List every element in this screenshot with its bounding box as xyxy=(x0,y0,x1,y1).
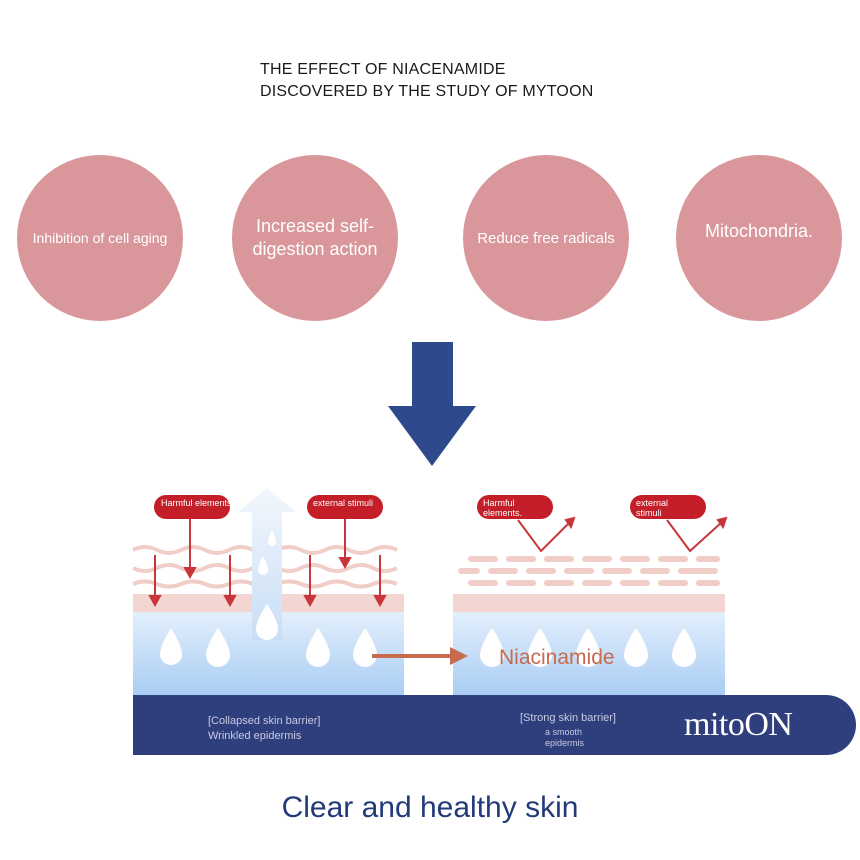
diagram-title: THE EFFECT OF NIACENAMIDE DISCOVERED BY … xyxy=(260,59,593,103)
effect-label: Increased self-digestion action xyxy=(252,216,378,259)
water-drop-icon xyxy=(306,628,330,667)
stimuli-tag-left xyxy=(307,495,383,519)
water-drops-right xyxy=(480,628,696,667)
moisture-escape-arrow-icon xyxy=(238,488,296,640)
stimuli-tag-right xyxy=(630,495,706,519)
wrinkled-epidermis-label: Wrinkled epidermis xyxy=(208,730,302,742)
transition-arrow-icon xyxy=(372,647,468,665)
stimuli-tag-left-label: external stimuli xyxy=(313,498,374,508)
water-drops-left xyxy=(160,530,377,667)
effect-label: Reduce free radicals xyxy=(477,229,615,247)
right-barrier-line xyxy=(453,594,725,612)
harmful-tag-right xyxy=(477,495,553,519)
right-skin-panel xyxy=(453,495,728,695)
water-drop-icon xyxy=(528,628,552,667)
brand-logo: mitoON xyxy=(684,706,793,743)
effect-label: Inhibition of cell aging xyxy=(32,230,168,246)
effect-circle-self-digestion: Increased self-digestion action xyxy=(232,155,398,321)
effect-circle-cell-aging: Inhibition of cell aging xyxy=(17,155,183,321)
effect-label: Mitochondria. xyxy=(704,221,814,241)
water-drop-icon xyxy=(480,628,504,667)
harmful-tag-right-label: Harmful elements. xyxy=(483,498,523,518)
stimuli-tag-right-label: external stimuli xyxy=(636,498,669,518)
water-drop-icon xyxy=(268,530,276,546)
harmful-tag-left-label: Harmful elements. xyxy=(161,498,235,508)
strong-barrier-label: [Strong skin barrier] xyxy=(520,712,616,724)
smooth-epidermis-label: a smooth epidermis xyxy=(545,727,585,748)
penetrating-arrows xyxy=(148,518,387,608)
water-drop-icon xyxy=(353,628,377,667)
water-drop-icon xyxy=(256,604,278,640)
collapsed-barrier-label: [Collapsed skin barrier] xyxy=(208,715,321,727)
bottom-caption: Clear and healthy skin xyxy=(281,791,579,824)
down-arrow-icon xyxy=(388,342,476,466)
water-drop-icon xyxy=(206,628,230,667)
bottom-bar xyxy=(133,695,856,755)
deflected-arrows xyxy=(517,516,728,553)
harmful-tag-left xyxy=(154,495,230,519)
effect-circle-mitochondria: Mitochondria. xyxy=(676,155,842,321)
right-brick-layers xyxy=(458,556,720,586)
water-drop-icon xyxy=(258,556,268,575)
title-line-1: THE EFFECT OF NIACENAMIDE xyxy=(260,61,506,78)
water-drop-icon xyxy=(576,628,600,667)
water-drop-icon xyxy=(624,628,648,667)
water-drop-icon xyxy=(672,628,696,667)
effect-circle-free-radicals: Reduce free radicals xyxy=(463,155,629,321)
niacinamide-label: Niacinamide xyxy=(499,646,615,669)
left-skin-panel xyxy=(132,488,404,695)
water-drop-icon xyxy=(160,628,182,665)
title-line-2: DISCOVERED BY THE STUDY OF MYTOON xyxy=(260,83,594,100)
